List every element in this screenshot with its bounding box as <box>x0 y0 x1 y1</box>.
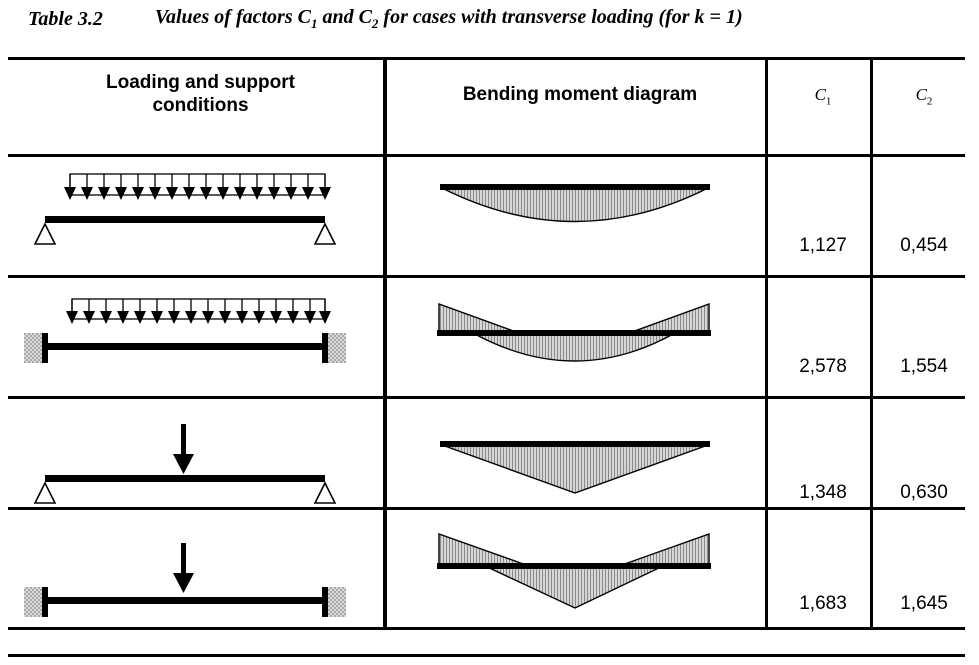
value-c1-row2: 2,578 <box>799 356 847 377</box>
table-rule-row1-bottom <box>8 275 965 278</box>
value-c1-row1: 1,127 <box>799 235 847 256</box>
udl-fixed-fixed-svg <box>24 298 346 363</box>
value-c2-row3: 0,630 <box>900 482 948 503</box>
loading-diagram-row4 <box>8 513 385 625</box>
point-load-simply-supported-svg <box>33 424 337 504</box>
table-rule-row4-bottom <box>8 627 965 630</box>
value-c1-row3: 1,348 <box>799 482 847 503</box>
value-c2-row1: 0,454 <box>900 235 948 256</box>
udl-simply-supported-svg <box>33 173 337 245</box>
column-header-c1: C1 <box>814 85 832 108</box>
loading-diagram-row3 <box>8 402 385 504</box>
loading-diagram-row1 <box>8 160 385 272</box>
factors-table: Loading and support conditions Bending m… <box>8 57 965 657</box>
point-load-fixed-fixed-svg <box>24 543 346 617</box>
value-c2-row2: 1,554 <box>900 356 948 377</box>
bending-moment-diagram-row1 <box>389 160 763 272</box>
table-caption: Table 3.2 Values of factors C1 and C2 fo… <box>0 2 979 36</box>
parabolic-sagging-bmd-svg <box>440 184 710 223</box>
bending-moment-diagram-row2 <box>389 281 763 393</box>
table-divider-loading-bmd <box>383 57 387 627</box>
triangular-sagging-bmd-svg <box>440 441 710 494</box>
value-c1-row4: 1,683 <box>799 593 847 614</box>
column-header-loading-line1: Loading and support <box>106 72 295 93</box>
table-rule-top <box>8 57 965 60</box>
table-rule-row3-bottom <box>8 507 965 510</box>
column-header-loading: Loading and support conditions <box>18 71 383 117</box>
column-header-c2: C2 <box>915 85 933 108</box>
table-rule-bottom <box>8 654 965 657</box>
table-title: Values of factors C1 and C2 for cases wi… <box>154 6 743 31</box>
table-divider-c1-c2 <box>870 57 873 627</box>
column-header-loading-line2: conditions <box>152 95 249 117</box>
table-number: Table 3.2 <box>28 7 103 30</box>
column-header-bending-moment: Bending moment diagram <box>462 84 698 105</box>
table-rule-header-bottom <box>8 154 965 157</box>
bending-moment-diagram-row4 <box>389 513 763 625</box>
loading-diagram-row2 <box>8 281 385 393</box>
table-divider-bmd-c1 <box>765 57 768 627</box>
bending-moment-diagram-row3 <box>389 402 763 504</box>
parabolic-sagging-with-end-hogging-bmd-svg <box>437 303 711 362</box>
value-c2-row4: 1,645 <box>900 593 948 614</box>
table-rule-row2-bottom <box>8 396 965 399</box>
triangular-sagging-with-end-hogging-bmd-svg <box>437 533 711 609</box>
